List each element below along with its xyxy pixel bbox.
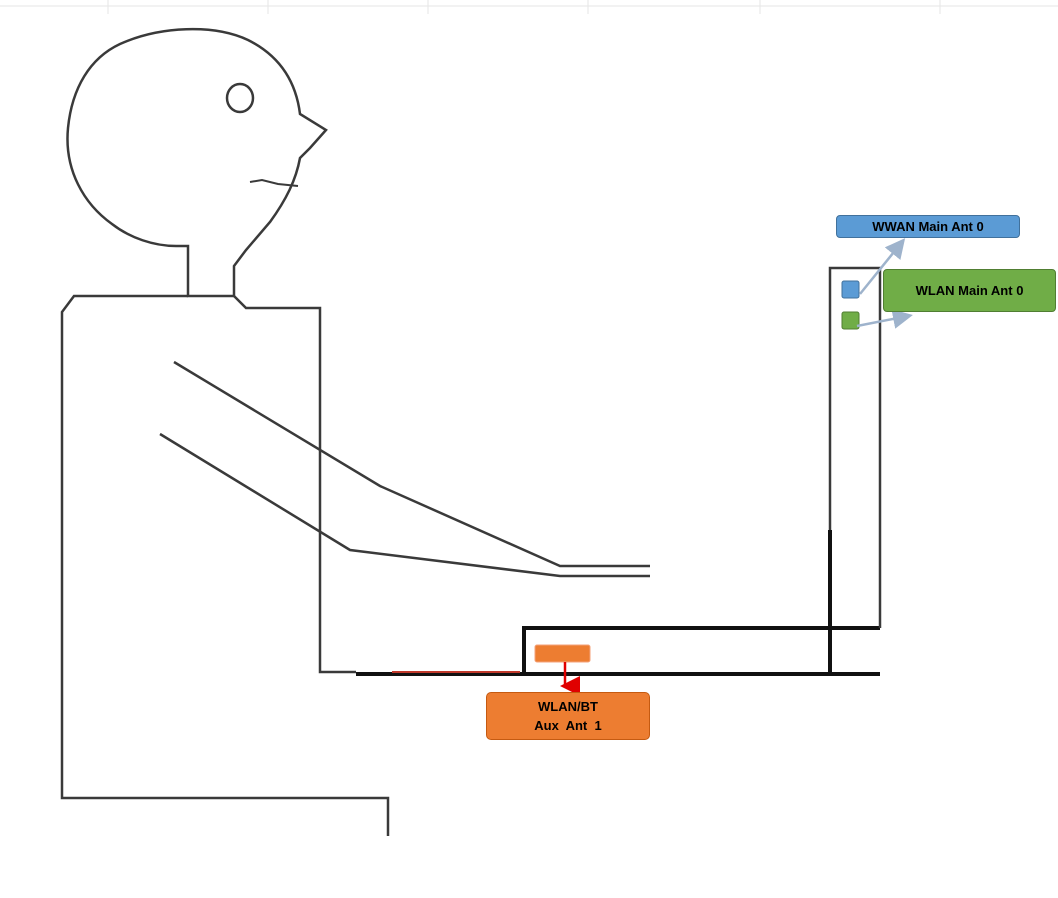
person-mouth [249, 178, 299, 187]
person-upper-arm [173, 360, 650, 568]
person-lower-arm [159, 432, 650, 578]
wlan-main-antenna-label: WLAN Main Ant 0 [883, 269, 1056, 312]
wwan-main-antenna-label: WWAN Main Ant 0 [836, 215, 1020, 238]
aux-label-line2: Aux Ant 1 [534, 718, 602, 733]
wwan-connector-arrow [859, 238, 906, 295]
person-torso-outline [233, 295, 356, 674]
aux-antenna-marker [534, 644, 591, 663]
person-eye [225, 82, 255, 114]
person-head-outline [66, 27, 328, 298]
wlan-antenna-marker [841, 311, 860, 330]
aux-label-line1: WLAN/BT [538, 699, 598, 714]
wwan-antenna-marker [841, 280, 860, 299]
person-back-outline [60, 294, 390, 836]
wlan-bt-aux-antenna-label: WLAN/BT Aux Ant 1 [486, 692, 650, 740]
wlan-connector-arrow [856, 309, 913, 329]
laptop-base-outline [522, 626, 880, 672]
laptop-screen-outline [828, 266, 882, 672]
background-grid [0, 0, 1058, 14]
